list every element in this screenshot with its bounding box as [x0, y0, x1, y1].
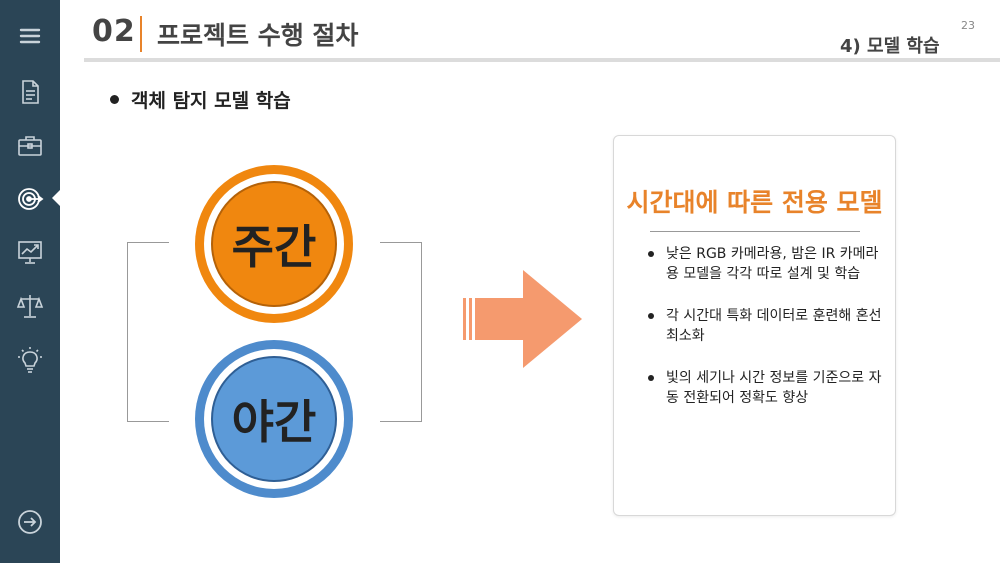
document-icon[interactable] — [0, 72, 60, 112]
list-item: 각 시간대 특화 데이터로 훈련해 혼선 최소화 — [648, 306, 888, 346]
section-number: 02 — [92, 14, 136, 49]
night-circle: 야간 — [195, 340, 353, 498]
day-circle-ring: 주간 — [204, 174, 344, 314]
lightbulb-icon[interactable] — [0, 340, 60, 380]
day-circle-inner: 주간 — [211, 181, 337, 307]
model-info-panel: 시간대에 따른 전용 모델 낮은 RGB 카메라용, 밤은 IR 카메라용 모델… — [613, 135, 896, 516]
menu-icon[interactable] — [0, 16, 60, 56]
arrow-right-circle-icon[interactable] — [0, 502, 60, 542]
section-heading-text: 객체 탐지 모델 학습 — [131, 90, 291, 112]
page-title: 프로젝트 수행 절차 — [157, 21, 359, 50]
right-arrow-icon — [463, 270, 582, 368]
page-subtitle: 4) 모델 학습 — [840, 36, 940, 57]
night-circle-ring: 야간 — [204, 349, 344, 489]
scale-icon[interactable] — [0, 286, 60, 326]
night-label: 야간 — [231, 395, 317, 449]
right-bracket — [380, 242, 422, 422]
chart-icon[interactable] — [0, 232, 60, 272]
night-circle-inner: 야간 — [211, 356, 337, 482]
active-indicator — [52, 189, 61, 207]
briefcase-icon[interactable] — [0, 125, 60, 165]
page-number: 23 — [961, 19, 975, 32]
list-item: 빛의 세기나 시간 정보를 기준으로 자동 전환되어 정확도 향상 — [648, 368, 888, 408]
header-divider — [140, 16, 142, 52]
list-item: 낮은 RGB 카메라용, 밤은 IR 카메라용 모델을 각각 따로 설계 및 학… — [648, 244, 888, 284]
panel-bullet-list: 낮은 RGB 카메라용, 밤은 IR 카메라용 모델을 각각 따로 설계 및 학… — [648, 244, 888, 430]
header-rule — [84, 58, 1000, 62]
sidebar — [0, 0, 61, 563]
panel-divider — [650, 231, 860, 232]
day-circle: 주간 — [195, 165, 353, 323]
day-label: 주간 — [231, 220, 317, 274]
bullet-dot — [110, 95, 119, 104]
target-icon[interactable] — [0, 178, 60, 218]
section-heading: 객체 탐지 모델 학습 — [110, 86, 291, 113]
left-bracket — [127, 242, 169, 422]
panel-title: 시간대에 따른 전용 모델 — [626, 188, 883, 217]
